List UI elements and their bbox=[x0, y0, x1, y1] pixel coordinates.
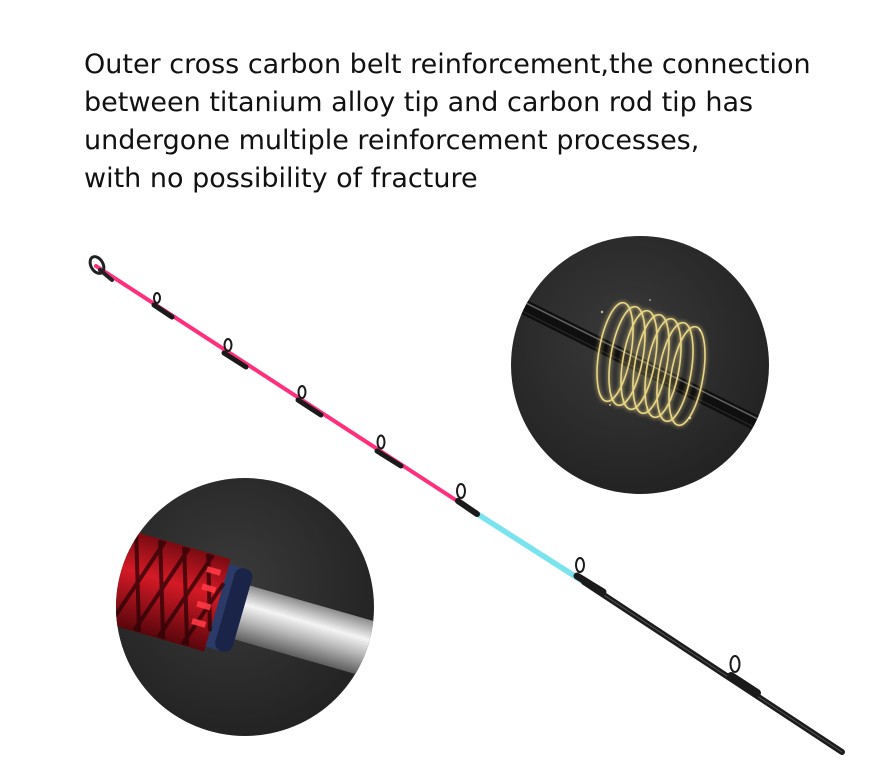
guide-4-icon bbox=[374, 434, 404, 469]
rod-pink-tip-section bbox=[94, 264, 470, 510]
guide-2-icon bbox=[221, 338, 249, 370]
inset-titanium-joint bbox=[116, 478, 374, 736]
inset-carbon-belt-wrap bbox=[511, 236, 769, 494]
guide-1-icon bbox=[151, 292, 175, 320]
headline-line-3: undergone multiple reinforcement process… bbox=[84, 125, 700, 156]
carbon-belt-coil bbox=[596, 301, 706, 427]
headline: Outer cross carbon belt reinforcement,th… bbox=[84, 46, 844, 198]
guide-6-icon bbox=[573, 557, 607, 596]
titanium-tip-section bbox=[230, 584, 374, 694]
rod-tip-guide bbox=[88, 255, 114, 282]
rod-cyan-section bbox=[465, 505, 587, 585]
rod-line-guides bbox=[151, 292, 761, 697]
guide-7-icon bbox=[727, 655, 761, 697]
headline-line-1: Outer cross carbon belt reinforcement,th… bbox=[84, 49, 811, 80]
fishing-rod bbox=[88, 255, 845, 755]
headline-line-2: between titanium alloy tip and carbon ro… bbox=[84, 87, 754, 118]
guide-3-icon bbox=[295, 385, 324, 418]
headline-line-4: with no possibility of fracture bbox=[84, 163, 478, 194]
guide-5-icon bbox=[455, 483, 480, 517]
